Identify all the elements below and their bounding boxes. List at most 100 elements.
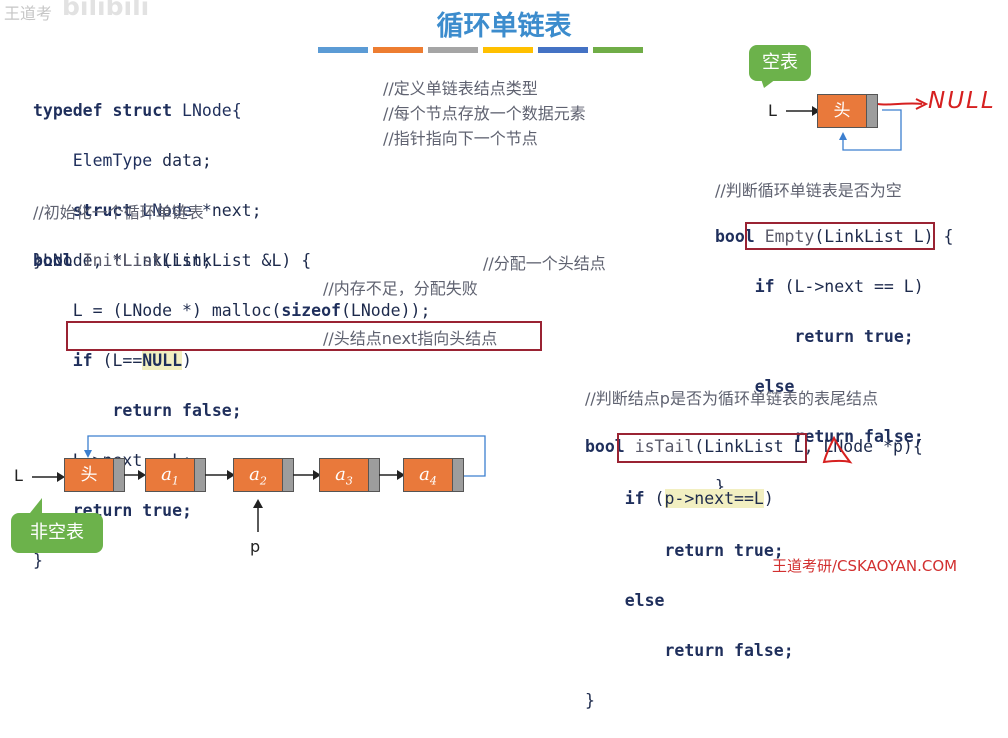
code-text: (LinkList &L) {	[162, 251, 312, 270]
keyword: true;	[734, 541, 784, 560]
node-label: a	[335, 464, 346, 485]
node-subscript: 3	[345, 474, 353, 488]
head-node-data: 头	[817, 94, 867, 128]
function-name: isTail	[634, 437, 695, 456]
circular-link-arrow-icon	[84, 435, 486, 477]
code-line: }	[33, 548, 430, 573]
node-pointer	[452, 458, 464, 492]
code-line: bool Empty(LinkList L) {	[715, 224, 953, 249]
istail-comment: //判断结点p是否为循环单链表的表尾结点	[585, 389, 878, 408]
istail-function-code: bool isTail(LinkList L, LNode *p){ if (p…	[585, 409, 923, 738]
code-line: bool InitList(LinkList &L) {	[33, 248, 430, 273]
page-title: 循环单链表	[436, 11, 572, 42]
highlight-box-init	[66, 321, 542, 351]
var-name: data;	[162, 151, 212, 170]
code-line: return true;	[715, 324, 953, 349]
code-text: (L==	[92, 351, 143, 370]
self-loop-arrow-icon	[839, 109, 902, 151]
keyword: false;	[734, 641, 794, 660]
null-annotation: NULL	[928, 88, 996, 114]
node-label: a	[161, 464, 172, 485]
keyword: bool	[33, 251, 73, 270]
keyword: return	[112, 401, 173, 420]
code-text: }	[715, 477, 725, 496]
keyword: bool	[715, 227, 755, 246]
code-text: )	[763, 489, 774, 508]
highlight-box-istail	[617, 433, 807, 463]
keyword: if	[624, 489, 645, 508]
code-line: else	[585, 588, 923, 613]
keyword: if	[754, 277, 775, 296]
initlist-comment: //初始化一个循环单链表	[33, 203, 204, 222]
head-node-pointer	[866, 94, 878, 128]
code-text: }	[585, 691, 595, 710]
node-subscript: 1	[171, 474, 179, 488]
null-handwritten-arrow-icon	[877, 98, 929, 110]
handwritten-triangle-icon	[822, 436, 853, 464]
code-line: else	[715, 374, 953, 399]
code-line: bool isTail(LinkList L, LNode *p){	[585, 434, 923, 459]
node-data: a4	[403, 458, 453, 492]
keyword: true;	[864, 327, 914, 346]
struct-comment-3: //指针指向下一个节点	[383, 129, 538, 148]
keyword: return	[794, 327, 855, 346]
code-text: }	[33, 551, 43, 570]
code-text: (LNode));	[340, 301, 431, 320]
code-line: return false;	[585, 638, 923, 663]
keyword: return	[664, 541, 725, 560]
function-name: Empty	[764, 227, 815, 246]
arrow-icon	[293, 470, 321, 480]
keyword: return	[794, 427, 855, 446]
code-text: L = (LNode *) malloc(	[72, 301, 282, 320]
var-name: *next;	[201, 201, 262, 220]
arrow-icon	[32, 472, 65, 482]
keyword: true;	[142, 501, 192, 520]
empty-comment: //判断循环单链表是否为空	[715, 181, 902, 200]
code-text: (L->next == L)	[774, 277, 924, 296]
struct-definition-code: typedef struct LNode{ ElemType data; str…	[33, 73, 262, 298]
keyword: struct	[72, 201, 133, 220]
arrow-icon	[379, 470, 405, 480]
struct-comment-1: //定义单链表结点类型	[383, 79, 538, 98]
code-line: ElemType data;	[33, 148, 262, 173]
type-name: ElemType	[72, 151, 153, 170]
code-text: (	[644, 489, 665, 508]
keyword: else	[754, 377, 795, 396]
arrow-icon	[205, 470, 235, 480]
keyword: false;	[864, 427, 924, 446]
code-line: }	[715, 474, 953, 499]
tag-pointer	[760, 76, 780, 88]
node-subscript: 4	[429, 474, 437, 488]
footer-watermark: 王道考研/CSKAOYAN.COM	[772, 557, 958, 575]
code-line: }	[585, 688, 923, 713]
next-assign-comment: //头结点next指向头结点	[323, 329, 498, 348]
arrow-icon	[786, 106, 820, 116]
arrow-icon	[124, 470, 146, 480]
keyword: sizeof	[281, 301, 341, 320]
list-l-label: L	[14, 466, 23, 485]
keyword: else	[624, 591, 665, 610]
node-label: a	[419, 464, 430, 485]
type-name: LNode	[142, 201, 192, 220]
initlist-code: bool InitList(LinkList &L) { L = (LNode …	[33, 223, 430, 598]
node-data: a3	[319, 458, 369, 492]
code-line: return false;	[33, 398, 430, 423]
node-data: a2	[233, 458, 283, 492]
watermark-left: 王道考	[4, 4, 53, 23]
p-label: p	[250, 537, 261, 556]
code-text: }LNode, *LinkList;	[33, 251, 212, 270]
null-highlight: NULL	[142, 351, 183, 370]
function-name: InitList	[82, 251, 163, 270]
keyword: bool	[585, 437, 625, 456]
code-line: if (L->next == L)	[715, 274, 953, 299]
empty-l-label: L	[768, 101, 777, 120]
highlight-box-empty	[745, 222, 935, 250]
code-line: if (p->next==L)	[585, 486, 923, 511]
node-data: a1	[145, 458, 195, 492]
non-empty-list-tag: 非空表	[11, 513, 103, 553]
code-line: typedef struct LNode{	[33, 98, 262, 123]
code-line: return false;	[715, 424, 953, 449]
code-line: }LNode, *LinkList;	[33, 248, 262, 273]
malloc-comment: //分配一个头结点	[483, 254, 606, 273]
code-text: (LinkList L, LNode *p){	[694, 437, 923, 456]
